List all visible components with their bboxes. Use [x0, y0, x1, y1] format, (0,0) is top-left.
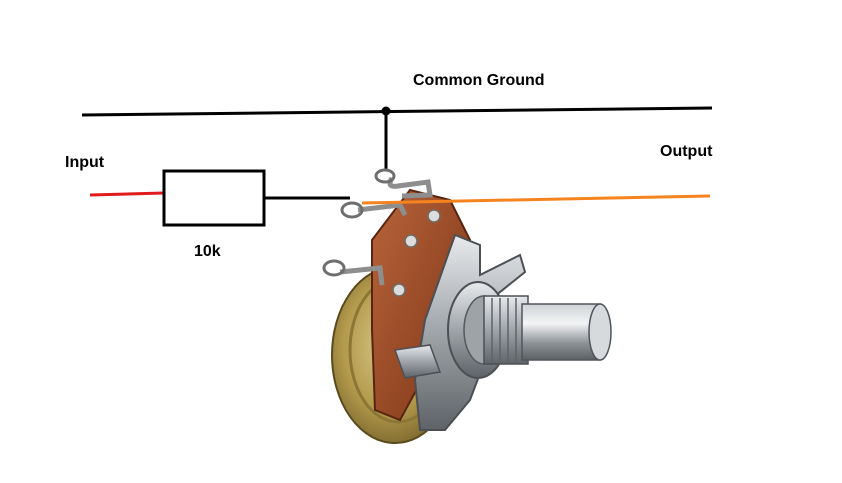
output-wire [361, 194, 711, 205]
resistor-icon [162, 169, 266, 227]
ground-wire [81, 106, 713, 117]
ground-label: Common Ground [413, 72, 545, 89]
pot-terminal-bottom [322, 259, 385, 286]
input-wire [89, 191, 165, 197]
output-label: Output [660, 143, 713, 160]
resistor-label: 10k [194, 243, 221, 260]
input-label: Input [65, 154, 105, 171]
pot-terminal-top [374, 168, 433, 199]
pot-terminal-middle [340, 201, 408, 219]
potentiometer-icon [322, 168, 612, 444]
